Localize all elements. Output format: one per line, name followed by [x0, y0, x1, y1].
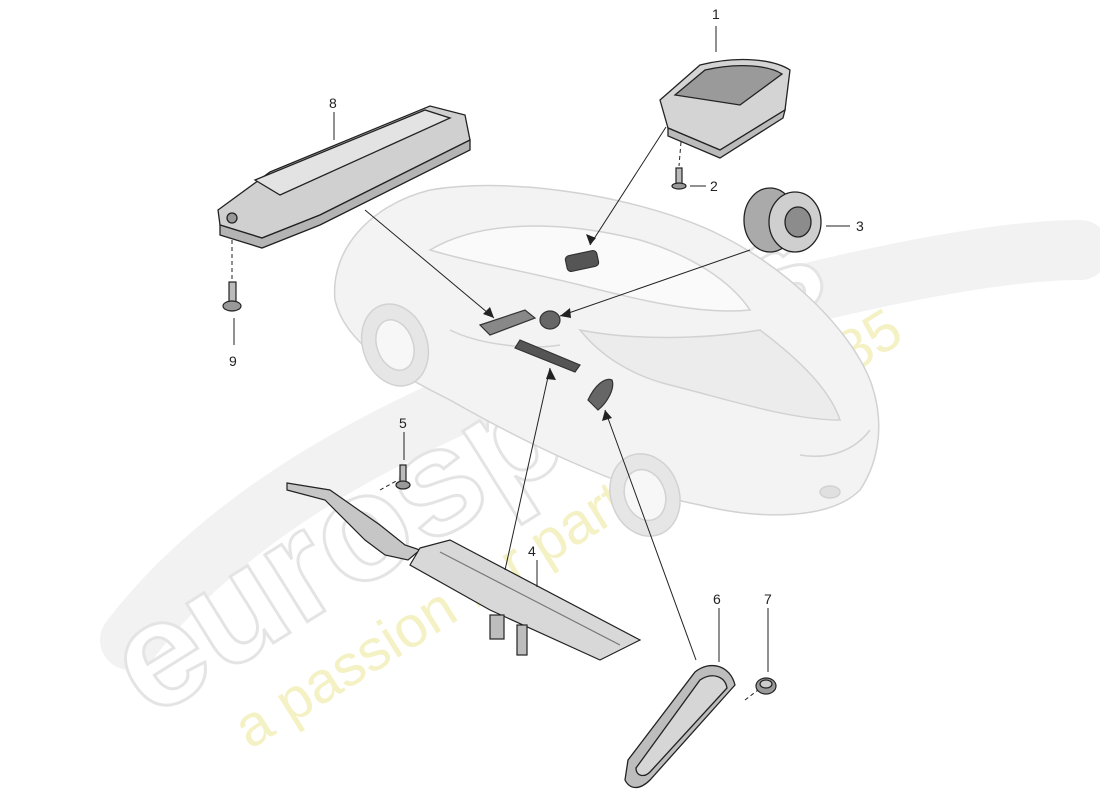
- callout-5: 5: [399, 415, 407, 431]
- arrow-heads: [483, 234, 612, 421]
- part-1-passenger-airbag: [659, 58, 791, 159]
- callout-1: 1: [712, 6, 720, 22]
- part-6-seat-airbag: [624, 664, 736, 789]
- callout-4: 4: [528, 543, 536, 559]
- part-3-driver-airbag: [743, 187, 822, 253]
- side-airbag-position: [514, 339, 581, 373]
- part-8-knee-airbag: [217, 105, 471, 249]
- part-9-bolt: [222, 281, 242, 312]
- callout-2: 2: [710, 178, 718, 194]
- passenger-airbag-position: [564, 249, 600, 273]
- dashed-assembly-lines: [231, 141, 759, 701]
- steering-airbag-position: [539, 310, 561, 330]
- car-outline: [333, 184, 880, 537]
- callout-7: 7: [764, 591, 772, 607]
- callout-8: 8: [329, 95, 337, 111]
- leader-lines: [233, 26, 850, 672]
- part-2-bolt: [671, 167, 687, 190]
- installed-positions: [478, 249, 614, 411]
- callout-labels: 1 2 3 4 5 6 7 8 9: [229, 6, 864, 607]
- callout-3: 3: [856, 218, 864, 234]
- callout-6: 6: [713, 591, 721, 607]
- part-4-curtain-airbag: [286, 482, 642, 661]
- part-7-nut: [755, 677, 777, 695]
- callout-9: 9: [229, 353, 237, 369]
- pointer-arrows: [364, 126, 751, 661]
- seat-airbag-position: [587, 378, 614, 411]
- part-5-bolt: [395, 464, 411, 490]
- knee-airbag-position: [478, 309, 537, 336]
